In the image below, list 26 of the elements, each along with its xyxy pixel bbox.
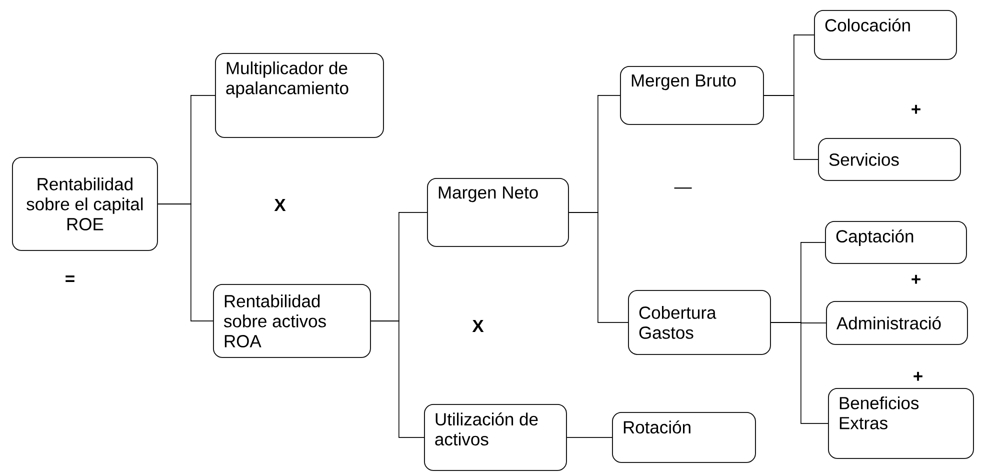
process-box: Mergen Bruto (620, 66, 764, 125)
process-box: Multiplicador de apalancamiento (215, 53, 384, 138)
process-box: Margen Neto (427, 178, 569, 247)
operator-sign: + (912, 274, 920, 284)
operator-sign: + (914, 372, 922, 381)
connector-line (566, 437, 612, 438)
operator-sign: X (274, 198, 286, 212)
process-box: Administració (826, 301, 968, 345)
operator-sign: X (472, 320, 484, 332)
connector-line (158, 204, 214, 322)
connector-line (770, 322, 828, 424)
process-box: Utilización de activos (424, 404, 567, 471)
process-box: Rotación (612, 412, 756, 463)
connector-line (568, 212, 628, 323)
operator-sign: = (66, 275, 74, 282)
process-box: Beneficios Extras (828, 388, 974, 459)
process-box: Colocación (814, 10, 957, 60)
process-box: Servicios (818, 138, 961, 181)
operator-sign: + (912, 104, 920, 114)
connector-line (764, 95, 818, 160)
process-box: Rentabilidad sobre activos ROA (213, 284, 371, 358)
connector-line (370, 320, 424, 438)
process-box: Rentabilidad sobre el capital ROE (12, 157, 158, 251)
operator-sign: — (674, 188, 692, 189)
process-box: Captación (825, 221, 967, 264)
process-box: Cobertura Gastos (628, 290, 771, 355)
